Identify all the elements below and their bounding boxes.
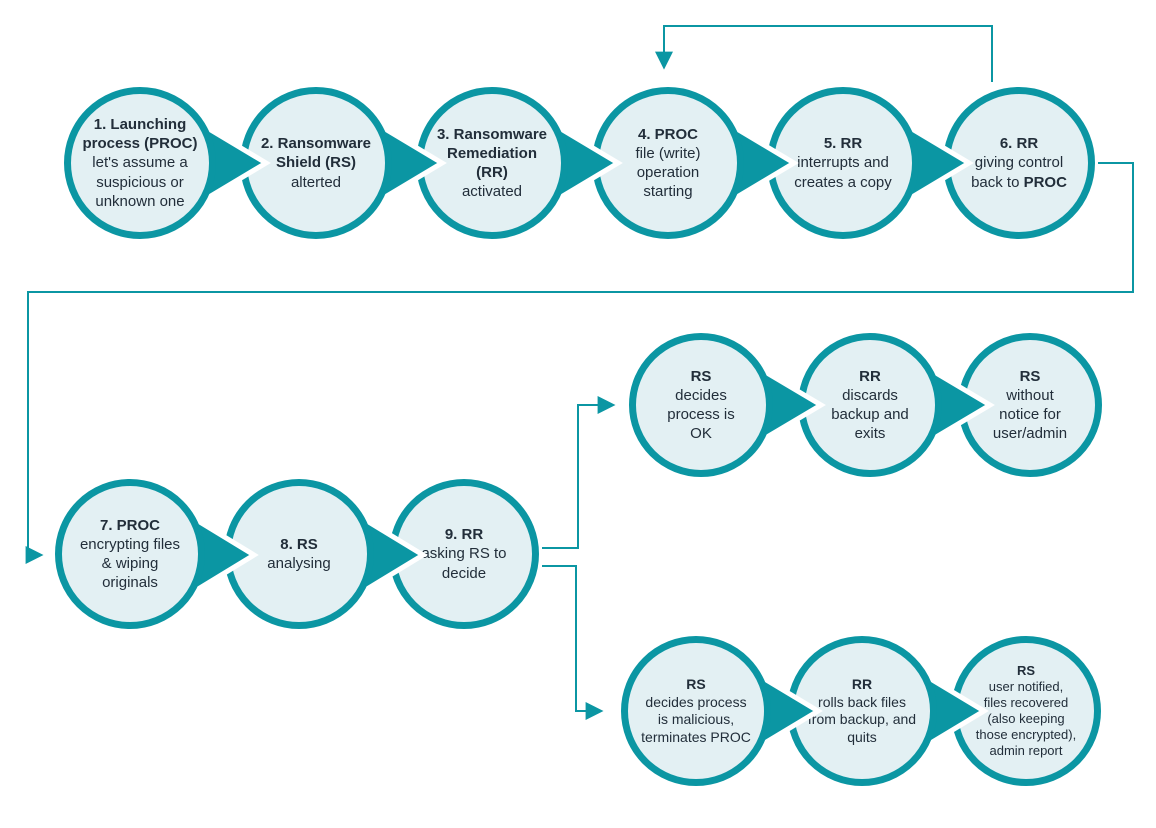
node-5-rr-interrupts: 5. RR interrupts and creates a copy [767,87,919,239]
node-3-ransomware-remediation: 3. Ransomware Remediation (RR) activated [416,87,568,239]
node-body: user notified, files recovered (also kee… [975,679,1077,758]
node-title: RS [686,676,706,692]
node-title: 8. RS [280,535,318,553]
node-body: file (write) operation starting [635,144,701,201]
connector-6-to-7 [25,162,1134,564]
node-8-rs-analysing: 8. RS analysing [224,479,374,629]
node-ok-rs-decides: RS decides process is OK [629,333,773,477]
node-mal-rs-terminates: RS decides process is malicious, termina… [621,636,771,786]
connector-9-to-malicious-branch [542,565,604,720]
node-title: 1. Launching process (PROC) [82,116,198,153]
node-ok-rs-no-notice: RS without notice for user/admin [958,333,1102,477]
node-body: asking RS to decide [421,545,507,582]
node-title: 2. Ransomware Shield (RS) [260,135,372,172]
node-ok-rr-discards: RR discards backup and exits [798,333,942,477]
connector-9-to-ok-branch [542,396,616,549]
node-7-proc-encrypting: 7. PROC encrypting files & wiping origin… [55,479,205,629]
node-title: 7. PROC [99,516,160,534]
node-title: RS [1019,367,1041,385]
node-title: 9. RR [444,526,484,544]
node-title: RR [859,367,881,385]
node-9-rr-asking-rs: 9. RR asking RS to decide [389,479,539,629]
node-body: discards backup and exits [831,386,909,443]
node-body: decides process is OK [667,386,735,443]
node-body: giving control back to PROC [971,154,1067,191]
node-title: 6. RR [999,135,1039,153]
node-body: decides process is malicious, terminates… [641,693,751,745]
node-body: rolls back files from backup, and quits [807,693,917,745]
node-body: interrupts and creates a copy [794,154,892,191]
node-body: alterted [290,173,342,191]
node-title: 4. PROC [637,125,698,143]
node-body: encrypting files & wiping originals [79,535,181,592]
node-title: RS [690,367,712,385]
node-body: analysing [267,555,331,572]
node-4-proc-file-operation: 4. PROC file (write) operation starting [592,87,744,239]
node-body: let's assume a suspicious or unknown one [92,154,188,210]
node-1-launching-process: 1. Launching process (PROC) let's assume… [64,87,216,239]
node-title: 3. Ransomware Remediation (RR) [436,125,548,181]
node-2-ransomware-shield: 2. Ransomware Shield (RS) alterted [240,87,392,239]
loop-arrow-6-to-4 [655,25,993,82]
node-mal-rs-user-notified: RS user notified, files recovered (also … [951,636,1101,786]
node-body: without notice for user/admin [992,386,1068,443]
node-title: 5. RR [823,135,863,153]
node-6-rr-giving-control: 6. RR giving control back to PROC [943,87,1095,239]
node-mal-rr-rolls-back: RR rolls back files from backup, and qui… [787,636,937,786]
node-body: activated [461,183,523,201]
node-title: RS [1016,663,1036,679]
node-title: RR [851,676,873,692]
